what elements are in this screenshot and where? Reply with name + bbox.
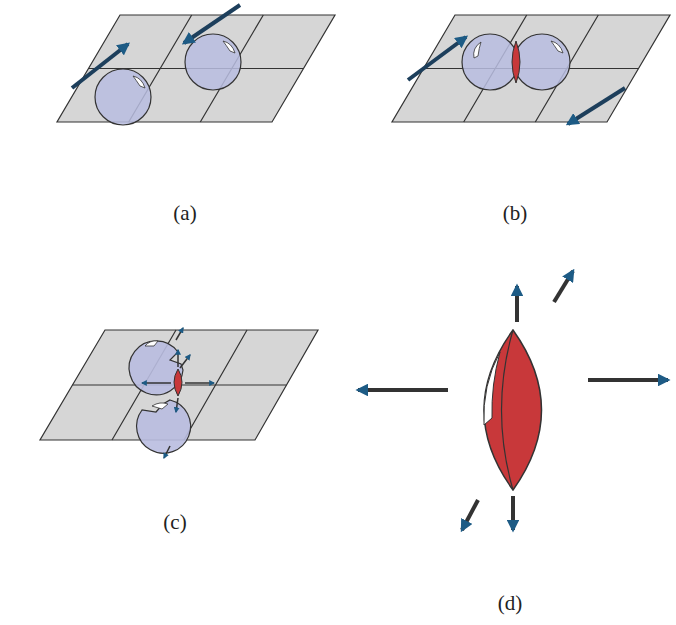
panel-b-art — [392, 15, 670, 124]
panel-a-art — [57, 5, 335, 125]
panel-label: (a) — [173, 201, 196, 226]
panel-label: (d) — [498, 591, 523, 616]
panel-label: (c) — [163, 510, 186, 535]
panel-d-art — [358, 271, 668, 530]
panel-c-art — [40, 328, 318, 458]
panel-label: (b) — [503, 201, 528, 226]
